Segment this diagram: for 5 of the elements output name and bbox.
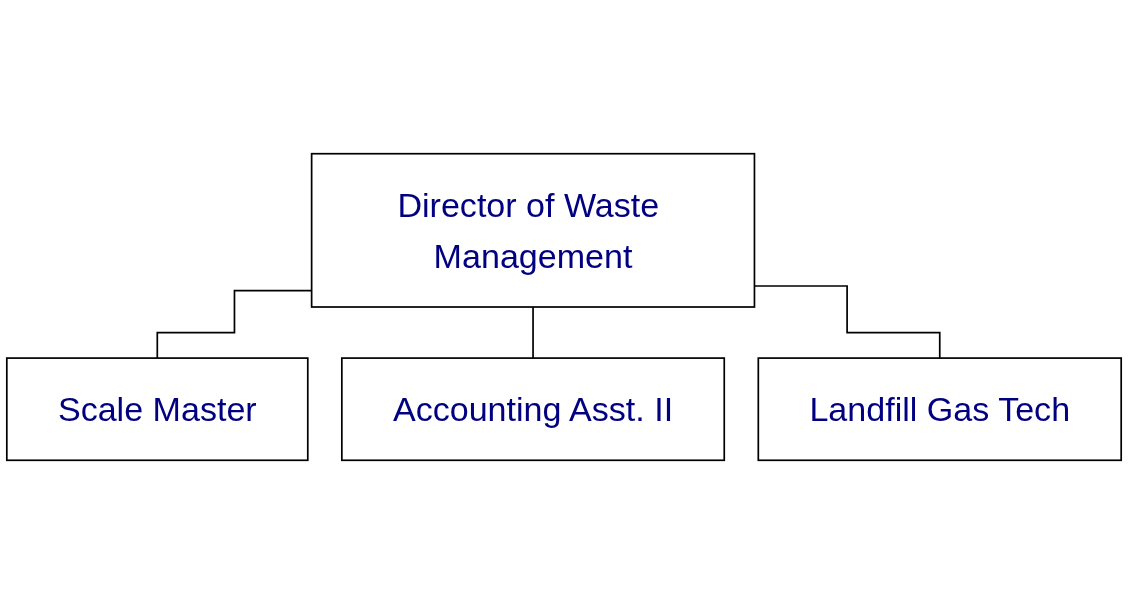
node-box: Landfill Gas Tech	[757, 357, 1123, 462]
node-box: Scale Master	[5, 357, 309, 462]
node-box: Accounting Asst. II	[341, 357, 726, 462]
connector	[532, 306, 534, 359]
node-box: Director of Waste Management	[310, 152, 756, 308]
